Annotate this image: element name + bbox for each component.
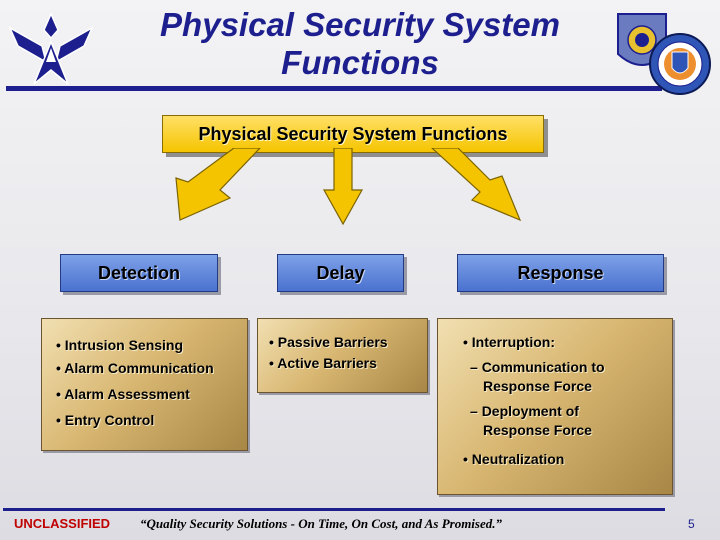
delay-details: Passive Barriers Active Barriers [257, 318, 428, 393]
list-item: Active Barriers [269, 354, 427, 373]
title-rule [6, 86, 662, 91]
footer-motto: “Quality Security Solutions - On Time, O… [140, 516, 503, 531]
list-item: Passive Barriers [269, 333, 427, 352]
list-item: Entry Control [56, 411, 247, 430]
command-shields-emblem [617, 13, 711, 95]
list-item: Interruption: [463, 333, 672, 352]
list-subitem: Communication to Response Force [463, 358, 648, 396]
arrow-to-delay [322, 148, 364, 226]
page-number: 5 [688, 517, 695, 531]
header-box: Physical Security System Functions [162, 115, 544, 153]
detection-box: Detection [60, 254, 218, 292]
list-item: Intrusion Sensing [56, 336, 247, 355]
list-item: Alarm Assessment [56, 385, 247, 404]
delay-box: Delay [277, 254, 404, 292]
response-details: Interruption: Communication to Response … [437, 318, 673, 495]
arrow-to-detection [175, 148, 261, 221]
slide-title: Physical Security System Functions [160, 6, 560, 81]
flow-arrows [175, 148, 522, 226]
classification-label: UNCLASSIFIED [14, 516, 111, 531]
arrow-to-response [431, 148, 522, 222]
detection-details: Intrusion Sensing Alarm Communication Al… [41, 318, 248, 451]
list-item: Alarm Communication [56, 359, 247, 378]
footer-rule [3, 508, 665, 511]
air-force-wings-logo [8, 12, 94, 85]
list-subitem: Deployment of Response Force [463, 402, 648, 440]
list-item: Neutralization [463, 450, 672, 469]
response-box: Response [457, 254, 664, 292]
